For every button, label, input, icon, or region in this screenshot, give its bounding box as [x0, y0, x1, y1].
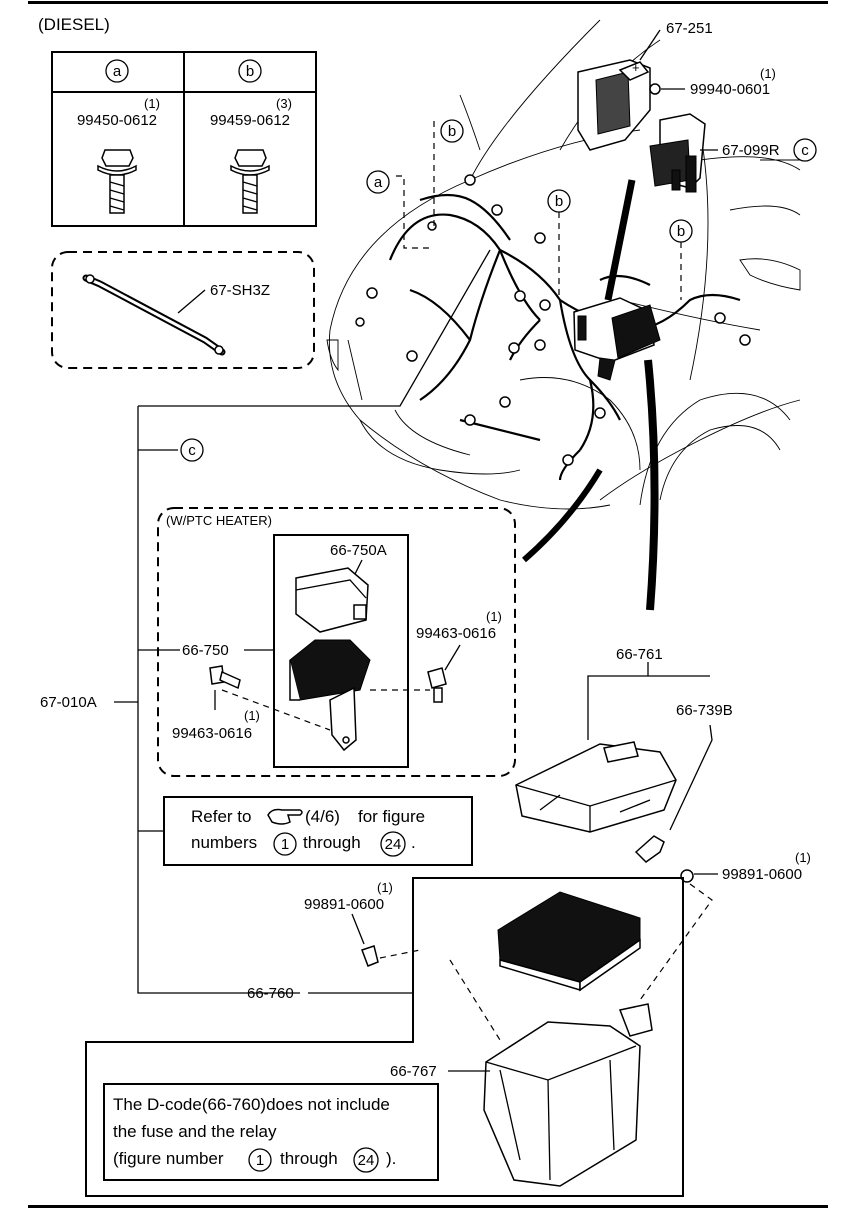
label-67-010A: 67-010A — [40, 694, 97, 711]
label-99463-0616-right-qty: (1) — [486, 609, 502, 624]
hand-pointer-icon — [267, 808, 303, 825]
marker-c-left-label: c — [188, 442, 196, 459]
svg-text:b: b — [448, 123, 456, 140]
marker-b-right: b — [669, 219, 693, 300]
relay-cover-66-750A-icon — [295, 567, 369, 633]
refer-note-suffix: for figure — [358, 807, 425, 826]
marker-b-circle — [238, 59, 262, 83]
figure-1-label: 1 — [281, 836, 289, 853]
label-67-251: 67-251 — [666, 20, 713, 37]
dcode-figure-1-label: 1 — [256, 1152, 264, 1169]
reference-bracket — [114, 249, 491, 994]
fuse-block-66-760-icon — [497, 891, 641, 992]
variant-title: (DIESEL) — [38, 15, 110, 34]
fuse-box-case-66-767-icon — [483, 1003, 653, 1187]
label-66-739B: 66-739B — [676, 702, 733, 719]
top-rule — [28, 1, 828, 4]
figure-24-label: 24 — [385, 836, 402, 853]
label-99891-0600-left-qty: (1) — [377, 880, 393, 895]
marker-c-top-circle — [793, 138, 817, 162]
dcode-note-line2: the fuse and the relay — [113, 1122, 277, 1141]
label-66-767: 66-767 — [390, 1063, 437, 1080]
dcode-note-through: through — [280, 1149, 338, 1168]
bolt-b-icon — [230, 149, 270, 214]
nut-99940-0601-icon — [649, 83, 661, 95]
svg-text:b: b — [677, 223, 685, 240]
svg-text:+: + — [632, 60, 640, 75]
fuse-block-in-bay — [573, 297, 661, 381]
refer-note-line2-prefix: numbers — [191, 833, 257, 852]
label-99940-0601: 99940-0601 — [690, 81, 770, 98]
dcode-figure-24-circle — [353, 1147, 379, 1173]
marker-a-label: a — [113, 63, 122, 80]
wiring-harness — [355, 174, 751, 481]
label-66-761: 66-761 — [616, 646, 663, 663]
bolt-99463-0616-right-icon — [427, 667, 447, 703]
bolt-a-part-no: 99450-0612 — [77, 112, 157, 129]
marker-a-bay: a — [366, 170, 430, 249]
label-67-SH3Z: 67-SH3Z — [210, 282, 270, 299]
svg-text:b: b — [555, 193, 563, 210]
refer-note-box: Refer to (4/6) for figure numbers 1 thro… — [163, 796, 473, 866]
label-99940-0601-qty: (1) — [760, 66, 776, 81]
marker-a-circle — [105, 59, 129, 83]
dcode-note-box — [103, 1083, 439, 1181]
marker-c-top-label: c — [801, 142, 809, 159]
refer-note-ref: (4/6) — [305, 807, 340, 826]
dcode-note-line3-suffix: ). — [386, 1149, 396, 1168]
marker-b-center: b — [547, 189, 571, 300]
refer-note-end: . — [411, 833, 416, 852]
marker-b-label: b — [246, 63, 254, 80]
label-66-760: 66-760 — [247, 985, 294, 1002]
marker-b-top-left: b — [433, 119, 464, 230]
dcode-figure-24-label: 24 — [358, 1152, 375, 1169]
label-99891-0600-right: 99891-0600 — [722, 866, 802, 883]
bolt-b-part-no: 99459-0612 — [210, 112, 290, 129]
clip-99891-0600-left-icon — [361, 945, 379, 967]
label-66-750: 66-750 — [182, 642, 229, 659]
label-67-099R: 67-099R — [722, 142, 780, 159]
ptc-heater-title: (W/PTC HEATER) — [166, 513, 272, 528]
label-99463-0616-left: 99463-0616 — [172, 725, 252, 742]
label-99463-0616-left-qty: (1) — [244, 708, 260, 723]
fuse-box-cover-66-761-icon — [515, 741, 677, 833]
dcode-figure-1-circle — [248, 1148, 272, 1172]
ptc-heater-group: (W/PTC HEATER) 66-750A 66-750 (1) 99463-… — [157, 507, 516, 777]
dcode-note-line1: The D-code(66-760)does not include — [113, 1095, 390, 1114]
figure-1-circle — [273, 832, 297, 856]
label-66-750A-text: 66-750A — [330, 542, 387, 559]
connector-67-099R-icon — [649, 113, 706, 193]
marker-c-left-circle — [180, 438, 204, 462]
ground-strap-icon — [82, 274, 226, 356]
ground-strap-group: 67-SH3Z — [51, 251, 315, 369]
fastener-table: a b (1) 99450-0612 (3) 99459-0612 — [51, 51, 317, 227]
figure-24-circle — [380, 831, 406, 857]
dcode-note-line3-prefix: (figure number — [113, 1149, 224, 1168]
label-99891-0600-right-qty: (1) — [795, 850, 811, 865]
refer-note-prefix: Refer to — [191, 807, 251, 826]
relay-cover-67-251-icon: + — [577, 59, 651, 151]
bolt-a-icon — [97, 149, 137, 214]
label-99463-0616-right: 99463-0616 — [416, 625, 496, 642]
fuse-box-group: (1) 99891-0600 66-767 The D-code(66-760)… — [85, 877, 684, 1197]
bolt-99463-0616-left-icon — [209, 665, 241, 690]
label-99891-0600-left: 99891-0600 — [304, 896, 384, 913]
relay-66-750-icon — [289, 639, 371, 752]
bolt-b-qty: (3) — [276, 96, 292, 111]
svg-text:a: a — [374, 174, 383, 191]
refer-note-through: through — [303, 833, 361, 852]
clip-66-739B-icon — [634, 835, 665, 863]
harness-strips — [522, 179, 659, 611]
bottom-rule — [28, 1205, 828, 1208]
bolt-a-qty: (1) — [144, 96, 160, 111]
